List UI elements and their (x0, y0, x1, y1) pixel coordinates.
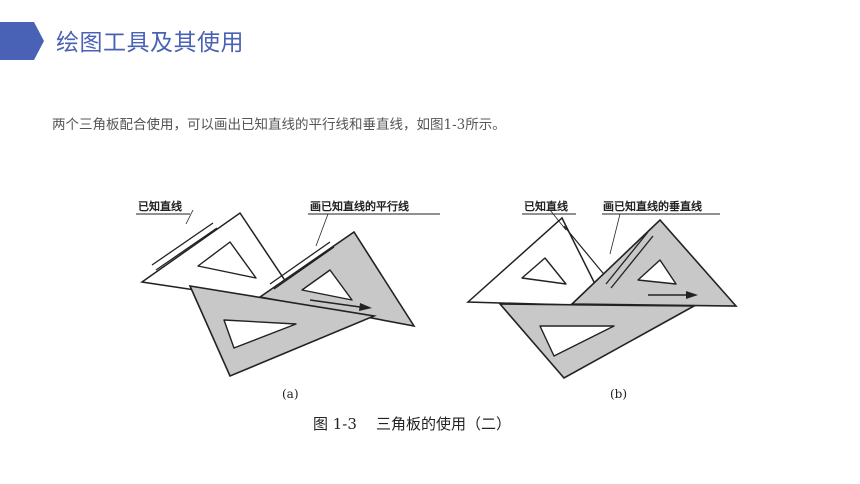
label-known-line-b: 已知直线 (524, 200, 568, 213)
gray-set-square-a-lower (188, 284, 377, 378)
gray-set-square-b-lower (498, 303, 698, 380)
label-parallel-line: 画已知直线的平行线 (310, 200, 409, 213)
label-perpendicular-line: 画已知直线的垂直线 (603, 200, 702, 213)
gray-set-square-b-upper (570, 218, 738, 307)
page-title: 绘图工具及其使用 (56, 30, 244, 56)
figure-1-3: 已知直线 画已知直线的平行线 已知直线 画已知直线的垂直线 (a) (b) 图 … (120, 180, 760, 440)
body-paragraph: 两个三角板配合使用，可以画出已知直线的平行线和垂直线，如图1-3所示。 (52, 117, 506, 133)
label-known-line-a: 已知直线 (138, 200, 182, 213)
triangle-ruler-illustration (136, 209, 738, 380)
title-marker-icon (0, 22, 44, 60)
panel-a-drawing (136, 209, 440, 378)
panel-b-drawing (466, 209, 738, 380)
figure-caption: 图 1-3 三角板的使用（二） (313, 415, 511, 433)
sublabel-b: (b) (610, 387, 628, 401)
sublabel-a: (a) (282, 387, 299, 401)
